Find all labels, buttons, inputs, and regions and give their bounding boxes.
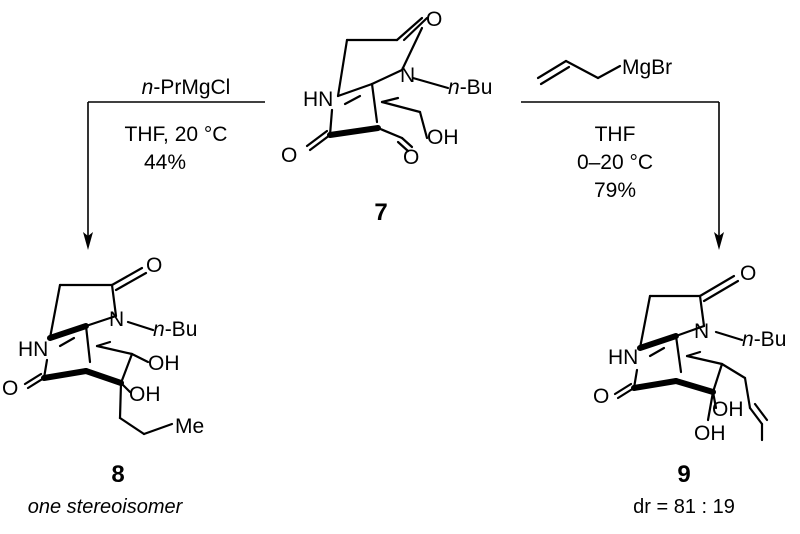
compound-8-nitrogen-label: N — [109, 308, 124, 331]
compound-9-dr-note: dr = 81 : 19 — [633, 496, 735, 518]
left-arrow-conditions: THF, 20 °C — [125, 123, 228, 146]
compound-7-nh-label: HN — [303, 88, 333, 111]
compound-8-hydroxyl-2-label: OH — [129, 383, 161, 406]
compound-7-lactam-oxygen-label: O — [281, 144, 297, 167]
compound-8-oxygen-label: O — [146, 254, 162, 277]
compound-8-lactam-oxygen-label: O — [2, 377, 18, 400]
compound-7-ketone-oxygen-label: O — [403, 146, 419, 169]
compound-7-number: 7 — [374, 199, 387, 226]
compound-8-number: 8 — [111, 461, 124, 488]
compound-7-hydroxyl-label: OH — [427, 126, 459, 149]
left-reaction-arrow — [83, 101, 265, 250]
compound-9-lactam-oxygen-label: O — [593, 385, 609, 408]
compound-9-nh-label: HN — [608, 346, 638, 369]
right-arrow-yield: 79% — [594, 179, 636, 202]
compound-8-structure — [23, 266, 174, 436]
compound-8-methyl-label: Me — [175, 415, 204, 438]
left-arrow-reagent: n-PrMgCl — [142, 76, 231, 99]
compound-9-hydroxyl-1-label: OH — [712, 398, 744, 421]
compound-7-nitrogen-label: N — [400, 64, 415, 87]
compound-7-butyl-label: n-Bu — [448, 76, 492, 99]
right-arrow-temperature: 0–20 °C — [577, 151, 653, 174]
right-reaction-arrow — [521, 101, 724, 250]
compound-8-nh-label: HN — [18, 338, 48, 361]
right-arrow-solvent: THF — [595, 123, 636, 146]
compound-8-butyl-label: n-Bu — [153, 318, 197, 341]
compound-9-oxygen-label: O — [740, 262, 756, 285]
compound-9-number: 9 — [677, 461, 690, 488]
right-arrow-reagent: MgBr — [622, 56, 672, 79]
compound-8-stereo-note: one stereoisomer — [28, 496, 184, 518]
compound-9-hydroxyl-2-label: OH — [694, 422, 726, 445]
left-arrow-yield: 44% — [144, 151, 186, 174]
compound-9-butyl-label: n-Bu — [742, 328, 786, 351]
compound-8-hydroxyl-1-label: OH — [148, 352, 180, 375]
allyl-group-structure — [536, 59, 622, 86]
compound-9-structure — [613, 274, 769, 442]
compound-7-structure — [305, 16, 450, 153]
compound-9-nitrogen-label: N — [694, 320, 709, 343]
compound-7-oxygen-label: O — [426, 8, 442, 31]
